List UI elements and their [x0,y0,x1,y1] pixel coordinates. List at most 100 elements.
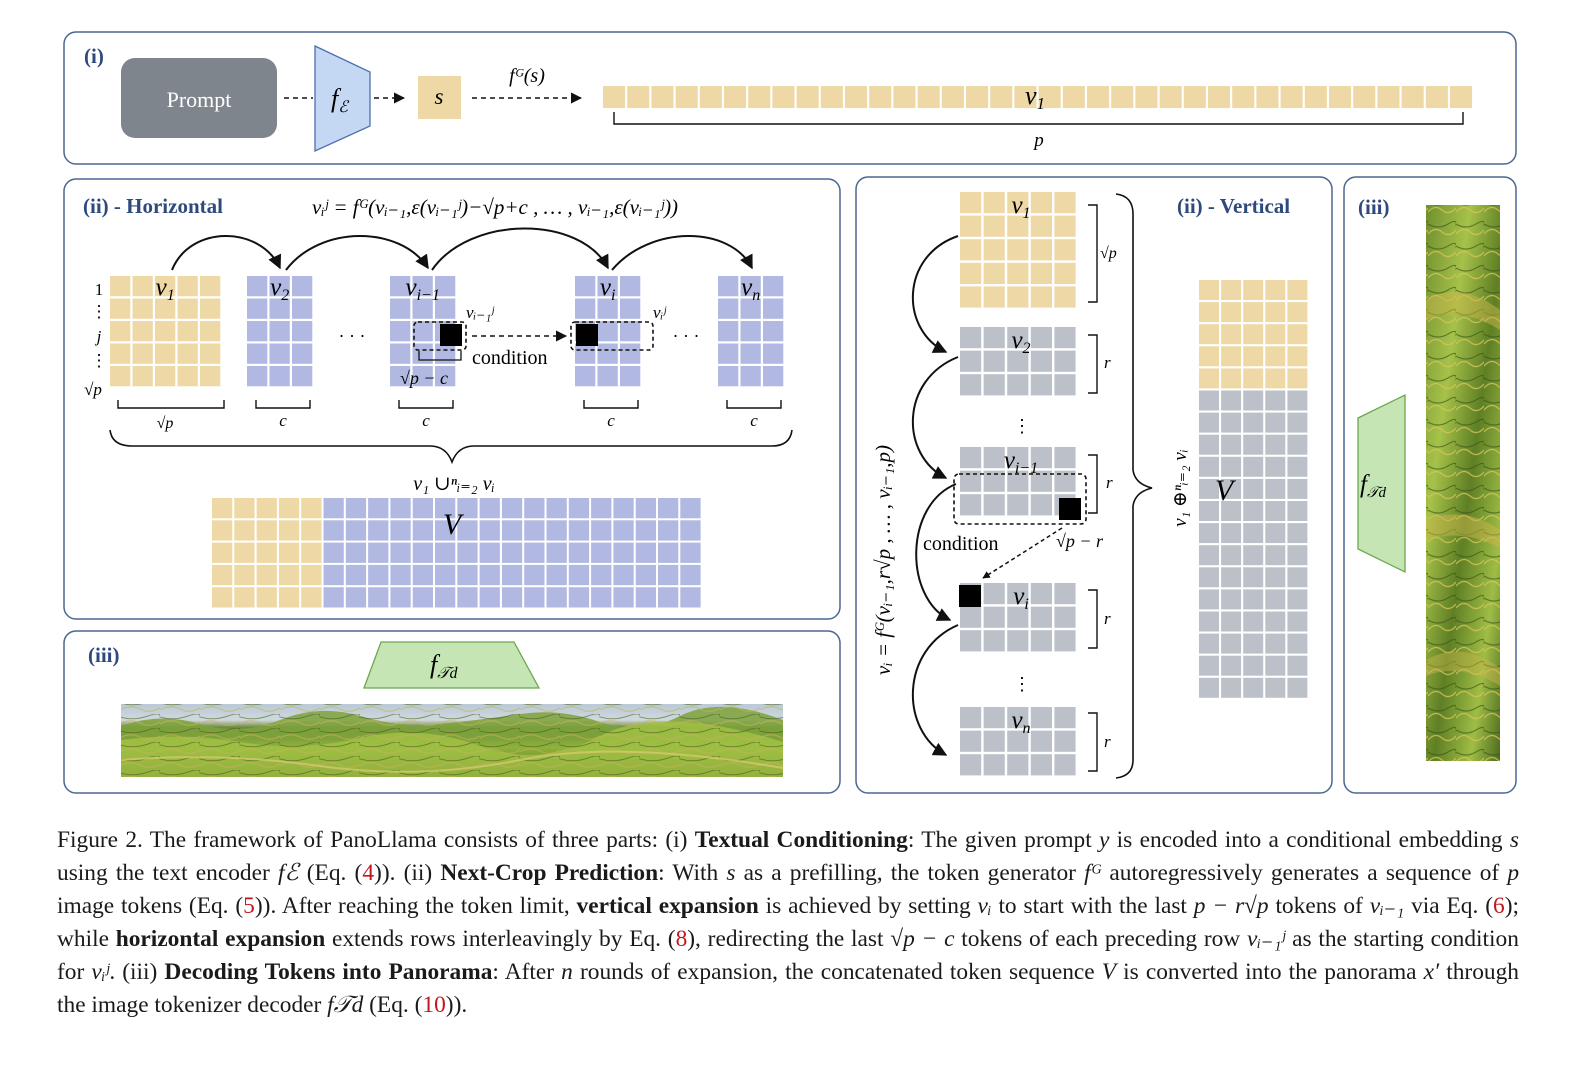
token-cell [568,542,590,563]
token-cell [524,520,545,541]
condition-box-cur [570,321,654,351]
token-cell [301,520,322,541]
token-cell [1199,611,1219,632]
token-cell [1199,346,1219,367]
panorama-vertical-image [1426,205,1500,761]
token-cell [869,86,892,109]
row-label-j: j [95,327,102,346]
token-cell [1030,754,1052,776]
framework-figure: (i) Prompt fℰ s fᴳ(s) v1 p (ii) - Horizo… [63,31,1517,794]
token-cell [1287,677,1308,698]
token-cell [390,520,411,541]
token-cell [1221,434,1242,455]
token-cell [1199,434,1219,455]
token-cell [1221,545,1242,566]
token-cell [1030,262,1052,284]
token-cell [1243,324,1264,345]
token-cell [200,276,221,297]
token-cell [292,298,313,319]
token-cell [1062,86,1085,109]
token-cell [200,298,221,319]
token-cell [1287,589,1308,610]
token-cell [1221,611,1242,632]
token-cell [177,343,198,364]
token-cell [724,86,747,109]
ellipsis-right: · · · [673,326,700,346]
token-cell [1007,192,1029,214]
token-cell [368,542,389,563]
token-cell [983,606,1005,628]
token-cell [658,498,679,519]
token-cell [1243,501,1264,521]
token-cell [435,587,456,608]
token-cell [412,298,433,319]
token-cell [1030,192,1052,214]
vertical-block-label-1: v1 [1011,192,1030,222]
start-token-vertical [959,585,981,607]
token-cell [1243,567,1264,588]
token-cell [960,374,982,396]
token-cell [1265,478,1286,499]
token-cell [1007,327,1029,349]
token-cell [718,298,739,319]
token-cell [1243,677,1264,698]
token-cell [234,520,255,541]
horizontal-result-label: V [443,508,465,541]
token-cell [412,564,433,586]
token-cell [1054,630,1076,652]
width-label-3: c [422,411,430,430]
generator-arrow-label: fᴳ(s) [509,65,545,87]
height-bracket-5 [1088,712,1098,772]
token-cell [635,564,656,586]
vertical-formula: vᵢ = fᴳ(vᵢ₋₁,r√p , … , vᵢ₋₁,p) [871,445,895,675]
token-cell [155,276,176,297]
condition-arrow-vertical [982,527,1063,579]
token-cell [457,542,478,563]
token-cell [1221,478,1242,499]
horizontal-block-label-4: vi [600,274,616,304]
token-cell [1007,583,1029,605]
token-cell [1038,86,1061,109]
token-cell [390,298,411,319]
token-cell [269,276,290,297]
row-dots-2: ⋮ [91,351,108,370]
token-cell [763,298,784,319]
token-cell [990,86,1013,109]
height-label-4: r [1104,609,1111,628]
token-cell [457,587,478,608]
token-cell [323,542,344,563]
token-cell [603,86,626,109]
token-cell [269,366,290,387]
panel-label-iii-right: (iii) [1358,195,1390,219]
token-cell [368,587,389,608]
token-cell [983,730,1005,752]
token-cell [658,564,679,586]
token-cell [960,494,982,516]
token-cell [435,276,456,297]
token-cell [1030,239,1052,261]
token-cell [1221,302,1242,323]
decoder-shape-vertical [1357,393,1406,574]
first-token-sequence [603,86,1473,109]
condition-box-prev [413,321,467,351]
vertical-result-label: V [1215,474,1237,507]
token-cell [435,542,456,563]
vertical-result-grid [1199,280,1308,698]
token-cell [1287,478,1308,499]
vertical-block-label-4: vi [1013,583,1029,613]
token-cell [177,298,198,319]
token-cell [983,447,1005,469]
horizontal-block-label-3: vi−1 [405,274,439,304]
token-cell [1287,655,1308,676]
token-cell [212,520,233,541]
ellipsis-left: · · · [339,326,366,346]
token-cell [479,587,500,608]
horizontal-result-grid [212,498,701,608]
token-cell [1199,324,1219,345]
token-cell [1054,215,1076,237]
token-cell [1007,470,1029,492]
token-cell [1243,523,1264,544]
token-cell [763,343,784,364]
token-cell [132,276,153,297]
